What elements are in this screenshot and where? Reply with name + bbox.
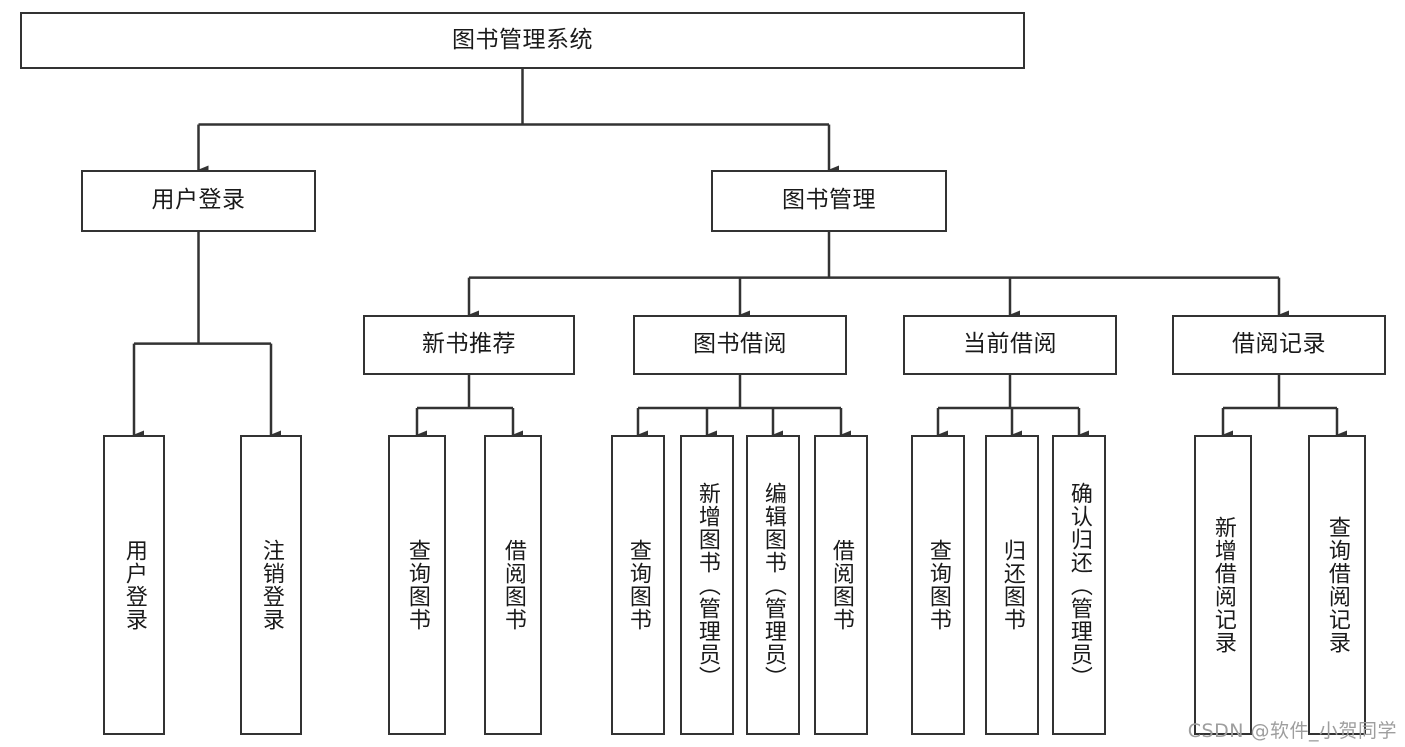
node-label-book_mgmt: 图书管理 (782, 187, 876, 214)
node-new_rec[interactable]: 新书推荐 (363, 315, 575, 375)
node-label-records: 借阅记录 (1232, 331, 1326, 358)
node-root[interactable]: 图书管理系统 (20, 12, 1025, 69)
node-label-l_login: 用户登录 (121, 539, 147, 631)
node-label-l_qryrec: 查询借阅记录 (1324, 516, 1350, 654)
edge-paths (132, 69, 1347, 440)
node-l_query1[interactable]: 查询图书 (388, 435, 446, 735)
node-l_borrow2[interactable]: 借阅图书 (814, 435, 868, 735)
node-book_mgmt[interactable]: 图书管理 (711, 170, 947, 232)
node-label-current: 当前借阅 (963, 331, 1057, 358)
node-l_addrec[interactable]: 新增借阅记录 (1194, 435, 1252, 735)
node-label-l_borrow1: 借阅图书 (500, 539, 526, 631)
node-l_query2[interactable]: 查询图书 (611, 435, 665, 735)
node-label-l_edit: 编辑图书（管理员） (760, 481, 786, 689)
node-label-l_borrow2: 借阅图书 (828, 539, 854, 631)
node-label-l_confirm: 确认归还（管理员） (1066, 481, 1092, 689)
node-borrow[interactable]: 图书借阅 (633, 315, 847, 375)
node-label-l_query3: 查询图书 (925, 539, 951, 631)
node-l_add[interactable]: 新增图书（管理员） (680, 435, 734, 735)
node-label-l_query2: 查询图书 (625, 539, 651, 631)
node-label-l_return: 归还图书 (999, 539, 1025, 631)
node-current[interactable]: 当前借阅 (903, 315, 1117, 375)
node-l_login[interactable]: 用户登录 (103, 435, 165, 735)
node-l_logout[interactable]: 注销登录 (240, 435, 302, 735)
node-l_query3[interactable]: 查询图书 (911, 435, 965, 735)
node-label-user_login: 用户登录 (151, 187, 246, 214)
node-label-l_logout: 注销登录 (258, 539, 284, 631)
node-records[interactable]: 借阅记录 (1172, 315, 1386, 375)
node-l_edit[interactable]: 编辑图书（管理员） (746, 435, 800, 735)
node-label-borrow: 图书借阅 (693, 331, 787, 358)
node-label-l_addrec: 新增借阅记录 (1210, 516, 1236, 654)
node-label-l_add: 新增图书（管理员） (694, 481, 720, 689)
node-label-new_rec: 新书推荐 (422, 331, 516, 358)
node-l_borrow1[interactable]: 借阅图书 (484, 435, 542, 735)
node-label-root: 图书管理系统 (452, 26, 593, 53)
node-l_return[interactable]: 归还图书 (985, 435, 1039, 735)
node-user_login[interactable]: 用户登录 (81, 170, 316, 232)
node-l_confirm[interactable]: 确认归还（管理员） (1052, 435, 1106, 735)
watermark-label: CSDN @软件_小贺同学 (1187, 720, 1397, 742)
node-l_qryrec[interactable]: 查询借阅记录 (1308, 435, 1366, 735)
node-label-l_query1: 查询图书 (404, 539, 430, 631)
